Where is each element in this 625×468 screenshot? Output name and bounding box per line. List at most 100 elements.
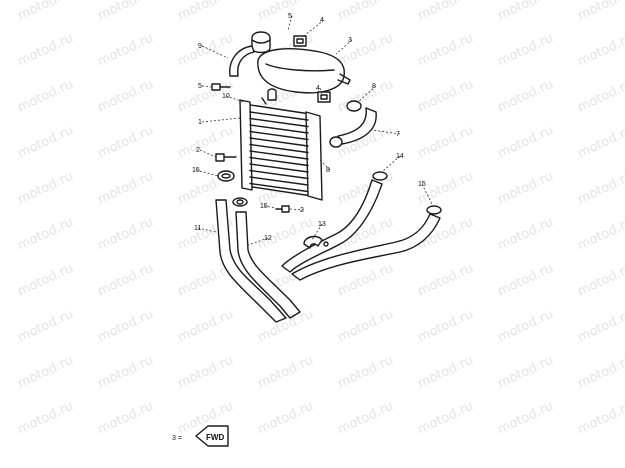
hose-9 [229, 45, 255, 77]
grommet-15-right [426, 205, 442, 215]
callout-label-10: 10 [222, 93, 230, 100]
fwd-arrow-icon [195, 425, 229, 447]
watermark-text: motod.ru [495, 123, 555, 162]
callout-label-4: 4 [316, 85, 320, 92]
watermark-text: motod.ru [95, 169, 155, 208]
watermark-text: motod.ru [95, 31, 155, 70]
watermark-text: motod.ru [95, 261, 155, 300]
watermark-text: motod.ru [15, 77, 75, 116]
watermark-text: motod.ru [335, 31, 395, 70]
callout-leader [335, 39, 353, 55]
watermark-text: motod.ru [495, 307, 555, 346]
watermark-text: motod.ru [495, 31, 555, 70]
callout-leader [303, 19, 325, 37]
callout-label-15: 15 [192, 167, 200, 174]
clip-right [317, 91, 331, 103]
callout-label-8: 8 [372, 83, 376, 90]
right-hose-15 [291, 213, 441, 281]
watermark-text: motod.ru [415, 307, 475, 346]
watermark-text: motod.ru [255, 399, 315, 438]
watermark-text: motod.ru [415, 123, 475, 162]
callout-label-7: 7 [396, 131, 400, 138]
watermark-text: motod.ru [175, 31, 235, 70]
radiator-core [239, 88, 323, 201]
watermark-text: motod.ru [15, 169, 75, 208]
callout-leader [357, 85, 377, 103]
clamp-13 [303, 235, 329, 249]
fwd-badge: 3 = FWD [172, 425, 229, 447]
watermark-text: motod.ru [255, 353, 315, 392]
callout-leader [201, 117, 241, 123]
callout-label-3: 3 [348, 37, 352, 44]
reservoir-cap [251, 31, 271, 54]
watermark-text: motod.ru [255, 0, 315, 24]
callout-label-2: 2 [196, 147, 200, 154]
watermark-text: motod.ru [495, 77, 555, 116]
callout-leader [201, 85, 213, 88]
watermark-text: motod.ru [95, 77, 155, 116]
watermark-text: motod.ru [15, 215, 75, 254]
callout-label-5: 5 [198, 83, 202, 90]
watermark-text: motod.ru [335, 261, 395, 300]
grommet-15-mid [232, 197, 248, 207]
callout-label-9: 9 [198, 43, 202, 50]
callout-label-14: 14 [396, 153, 404, 160]
watermark-text: motod.ru [575, 77, 625, 116]
bolt-5 [211, 83, 231, 91]
watermark-text: motod.ru [415, 399, 475, 438]
watermark-text: motod.ru [495, 169, 555, 208]
watermark-text: motod.ru [15, 307, 75, 346]
bolt-2-left [215, 153, 237, 162]
callout-label-1: 1 [198, 119, 202, 126]
watermark-text: motod.ru [415, 77, 475, 116]
callout-label-8: 8 [326, 167, 330, 174]
callout-leader [381, 155, 401, 173]
clip-top [293, 35, 307, 47]
callout-label-2: 2 [300, 207, 304, 214]
watermark-text: motod.ru [15, 353, 75, 392]
lower-hose-12 [235, 211, 301, 319]
reservoir-tank [257, 48, 351, 94]
watermark-text: motod.ru [575, 0, 625, 24]
watermark-text: motod.ru [415, 353, 475, 392]
watermark-text: motod.ru [175, 123, 235, 162]
watermark-text: motod.ru [95, 399, 155, 438]
watermark-text: motod.ru [335, 0, 395, 24]
watermark-text: motod.ru [575, 353, 625, 392]
callout-leader [201, 45, 229, 59]
callout-label-12: 12 [264, 235, 272, 242]
callout-label-13: 13 [318, 221, 326, 228]
watermark-text: motod.ru [575, 31, 625, 70]
callout-label-15: 15 [260, 203, 268, 210]
callout-leader [225, 95, 245, 103]
callout-label-11: 11 [194, 225, 201, 232]
hose-14 [281, 179, 383, 273]
watermark-text: motod.ru [335, 307, 395, 346]
grommet-14 [372, 171, 388, 181]
watermark-text: motod.ru [575, 307, 625, 346]
watermark-text: motod.ru [415, 261, 475, 300]
callout-leader [311, 223, 323, 241]
watermark-text: motod.ru [175, 307, 235, 346]
fwd-prefix: 3 = [172, 435, 182, 442]
watermark-text: motod.ru [175, 0, 235, 24]
lower-hose-11 [215, 199, 287, 323]
callout-leader [197, 227, 217, 233]
watermark-text: motod.ru [415, 31, 475, 70]
watermark-text: motod.ru [575, 261, 625, 300]
callout-leader [287, 15, 293, 31]
watermark-text: motod.ru [175, 353, 235, 392]
watermark-text: motod.ru [495, 399, 555, 438]
watermark-text: motod.ru [575, 169, 625, 208]
watermark-text: motod.ru [495, 261, 555, 300]
watermark-text: motod.ru [575, 123, 625, 162]
watermark-text: motod.ru [495, 0, 555, 24]
callout-label-4: 4 [320, 17, 324, 24]
watermark-text: motod.ru [495, 353, 555, 392]
watermark-text: motod.ru [95, 0, 155, 24]
watermark-text: motod.ru [95, 307, 155, 346]
watermark-text: motod.ru [15, 261, 75, 300]
